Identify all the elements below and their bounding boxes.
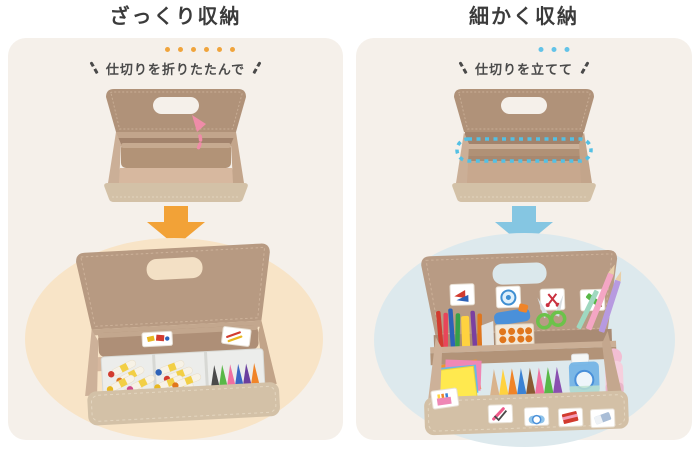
left-title: ざっくり収納 xyxy=(109,6,242,28)
right-panel: 仕切りを立てて xyxy=(356,38,692,447)
standing-divider xyxy=(430,340,617,354)
left-panel: 仕切りを折りたたんで xyxy=(8,38,343,440)
origami-stack xyxy=(436,359,482,403)
tray-corner xyxy=(481,321,495,348)
right-accent-dots xyxy=(538,47,570,52)
photo-box-divider-standing xyxy=(452,89,596,202)
crayons-label xyxy=(141,330,173,348)
triangle-crayons xyxy=(489,366,563,398)
right-callout-text: 仕切りを立てて xyxy=(474,62,573,77)
tape-dispenser xyxy=(568,353,600,395)
fold-direction-arrow-icon xyxy=(192,115,206,152)
scissors xyxy=(536,294,567,330)
left-accent-dots xyxy=(164,47,235,52)
standing-divider xyxy=(464,144,584,149)
notebook-label xyxy=(557,407,584,428)
left-callout-text: 仕切りを折りたたんで xyxy=(105,62,246,77)
handle-cutout xyxy=(501,97,547,114)
handle-cutout xyxy=(146,257,203,281)
handle-cutout xyxy=(492,262,547,285)
right-callout: 仕切りを立てて xyxy=(356,59,692,78)
emphasis-slash-right-icon xyxy=(251,61,262,76)
tape-label xyxy=(523,406,550,427)
photo-detailed-storage xyxy=(421,249,629,436)
markers xyxy=(436,308,482,349)
front-flap xyxy=(424,387,629,436)
crayon-box-label xyxy=(430,387,460,410)
divider-highlight-outline xyxy=(455,137,593,163)
left-callout: 仕切りを折りたたんで xyxy=(8,59,343,78)
photo-box-divider-folded xyxy=(104,89,248,202)
folded-divider xyxy=(121,143,231,168)
crayons-label-2 xyxy=(221,326,252,347)
handle-cutout xyxy=(153,97,199,114)
down-arrow-orange-icon xyxy=(146,206,205,246)
emphasis-slash-right-icon xyxy=(579,61,590,76)
right-title: 細かく収納 xyxy=(469,6,579,28)
toys xyxy=(494,303,535,348)
photo-rough-storage xyxy=(76,243,280,426)
front-flap xyxy=(87,382,280,426)
toy-label xyxy=(495,285,522,309)
pencils xyxy=(576,264,622,333)
down-arrow-blue-icon xyxy=(495,206,553,246)
emphasis-slash-left-icon xyxy=(458,61,469,76)
pencil-label xyxy=(487,403,514,424)
origami-label xyxy=(449,283,476,306)
eraser-label xyxy=(589,408,616,429)
emphasis-slash-left-icon xyxy=(89,61,100,76)
